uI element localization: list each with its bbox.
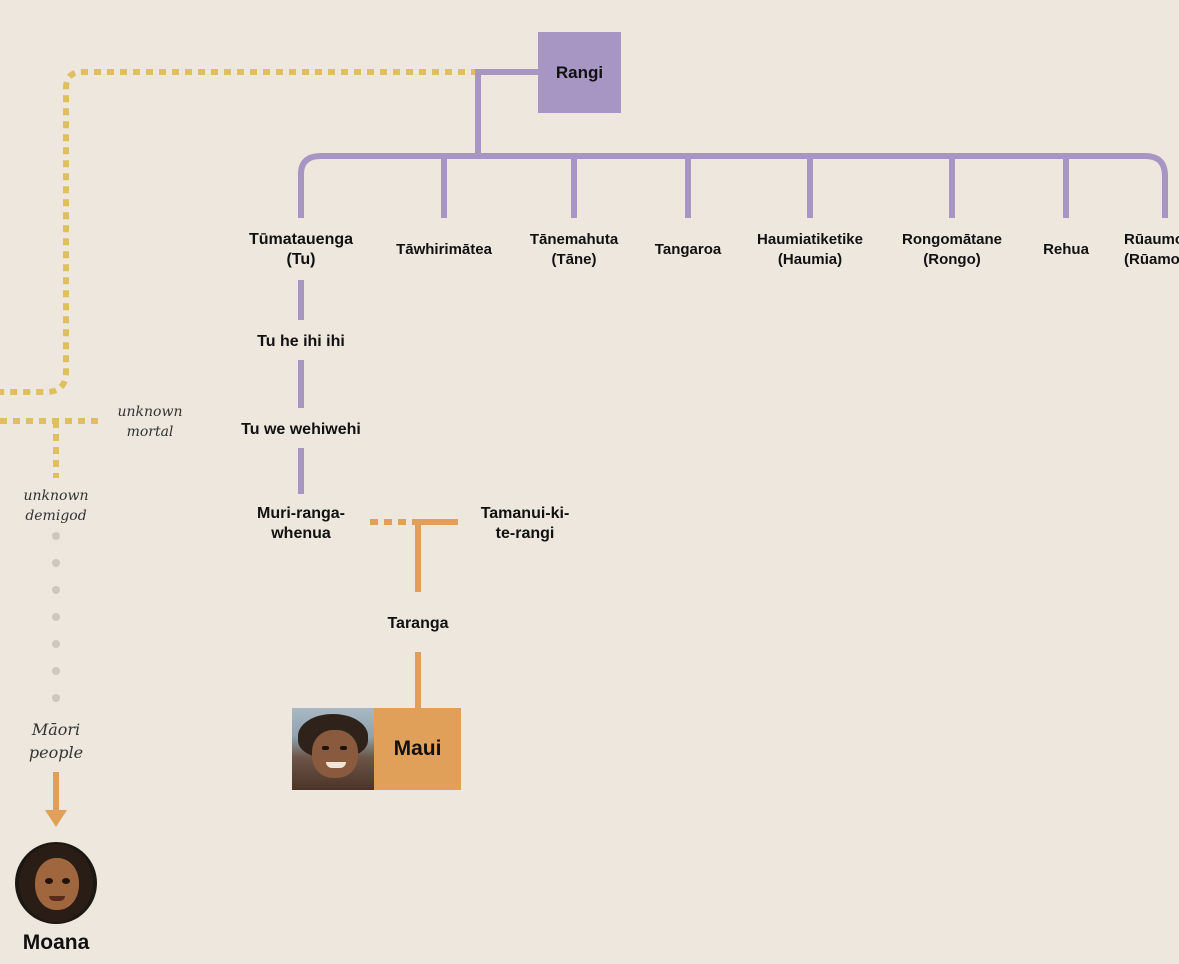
- lineage-tu-he-ihi-ihi: Tu he ihi ihi: [257, 332, 345, 352]
- child-ruaumoko: Rūaumoko (Rūamoko): [1124, 230, 1179, 270]
- note-maori-people: Māori people: [29, 718, 83, 764]
- lineage-taranga: Taranga: [387, 614, 448, 634]
- child-name: Tangaroa: [654, 241, 722, 258]
- note-line-1: unknown: [117, 404, 183, 420]
- child-alt-name: (Tu): [286, 251, 316, 268]
- children-bracket: [298, 153, 1168, 218]
- rangi-label: Rangi: [555, 62, 604, 82]
- lineage-name: Muri-ranga-: [257, 505, 345, 522]
- lineage-name-cont: whenua: [271, 525, 331, 542]
- lineage-name: Taranga: [387, 615, 449, 632]
- moana-avatar: [15, 842, 97, 924]
- child-haumiatiketike: Haumiatiketike (Haumia): [757, 230, 863, 270]
- child-tumatauenga: Tūmatauenga (Tu): [249, 230, 353, 270]
- note-line-2: people: [28, 743, 84, 762]
- child-tawhirimatea: Tāwhirimātea: [396, 240, 492, 260]
- rangi-stub-connector: [475, 69, 538, 156]
- child-name: Rongomātane: [901, 231, 1003, 248]
- child-tangaroa: Tangaroa: [655, 240, 721, 260]
- note-line-2: demigod: [25, 508, 87, 524]
- child-name: Rehua: [1043, 241, 1089, 258]
- child-name: Tānemahuta: [529, 231, 619, 248]
- child-alt-name: (Rongo): [923, 251, 981, 268]
- moana-arrow-head: [45, 810, 67, 827]
- child-alt-name: (Haumia): [777, 251, 843, 268]
- lineage-tamanui-ki-te-rangi: Tamanui-ki- te-rangi: [481, 504, 570, 544]
- child-name: Tāwhirimātea: [396, 241, 492, 258]
- lineage-muri-ranga-whenua: Muri-ranga- whenua: [257, 504, 345, 544]
- rangi-node: Rangi: [538, 32, 621, 113]
- lineage-name: Tu we wehiwehi: [241, 421, 361, 438]
- lineage-tu-we-wehiwehi: Tu we wehiwehi: [241, 420, 361, 440]
- lineage-name: Tamanui-ki-: [480, 505, 570, 522]
- child-name: Haumiatiketike: [757, 231, 863, 248]
- rangi-left-dotted-connector: [0, 69, 478, 395]
- generation-dots: [52, 532, 60, 702]
- maui-node: Maui: [374, 708, 461, 790]
- note-line-2: mortal: [126, 424, 174, 440]
- lineage-name: Tu he ihi ihi: [257, 333, 345, 350]
- note-line-1: Māori: [31, 720, 81, 739]
- child-alt-name: (Tāne): [551, 251, 597, 268]
- child-name: Rūaumoko: [1124, 231, 1179, 248]
- maui-label: Maui: [393, 737, 442, 760]
- child-rongomatane: Rongomātane (Rongo): [902, 230, 1002, 270]
- note-unknown-mortal: unknown mortal: [118, 402, 183, 442]
- child-name: Tūmatauenga: [248, 231, 354, 248]
- child-rehua: Rehua: [1043, 240, 1089, 260]
- note-unknown-demigod: unknown demigod: [24, 486, 89, 526]
- lineage-name-cont: te-rangi: [495, 525, 555, 542]
- maui-portrait-image: [292, 708, 374, 790]
- child-tanemahuta: Tānemahuta (Tāne): [530, 230, 618, 270]
- note-line-1: unknown: [23, 488, 89, 504]
- child-alt-name: (Rūamoko): [1124, 251, 1179, 268]
- moana-label: Moana: [22, 931, 90, 954]
